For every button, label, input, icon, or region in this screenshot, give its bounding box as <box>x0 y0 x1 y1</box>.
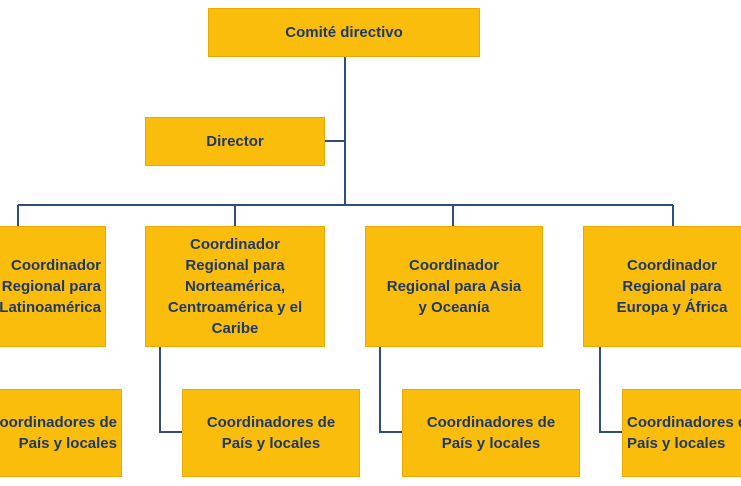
committee-box: Comité directivo <box>208 8 480 57</box>
coordinator-eu-box: Coordinador Regional para Europa y Áfric… <box>583 226 741 347</box>
local-coordinators-na-box: Coordinadores de País y locales <box>182 389 360 477</box>
coordinator-na-box: Coordinador Regional para Norteamérica, … <box>145 226 325 347</box>
local-coordinators-eu-box: Coordinadores de País y locales <box>622 389 741 477</box>
coordinator-latam-label: Coordinador Regional para Latinoamérica <box>0 257 101 316</box>
local-coordinators-na-label: Coordinadores de País y locales <box>206 414 336 452</box>
local-coordinators-eu-label: Coordinadores de País y locales <box>627 414 741 452</box>
local-coordinators-asia-label: Coordinadores de País y locales <box>426 414 556 452</box>
connector-local-2 <box>159 347 182 433</box>
connector-local-4 <box>599 347 622 433</box>
coordinator-asia-label: Coordinador Regional para Asia y Oceanía <box>386 257 522 316</box>
connector-local-3 <box>379 347 402 433</box>
coordinator-eu-label: Coordinador Regional para Europa y Áfric… <box>616 257 728 316</box>
committee-label: Comité directivo <box>285 24 403 41</box>
local-coordinators-latam-box: Coordinadores de País y locales <box>0 389 122 477</box>
director-box: Director <box>145 117 325 166</box>
coordinator-asia-box: Coordinador Regional para Asia y Oceanía <box>365 226 543 347</box>
local-coordinators-asia-box: Coordinadores de País y locales <box>402 389 580 477</box>
local-coordinators-latam-label: Coordinadores de País y locales <box>0 414 117 452</box>
coordinator-na-label: Coordinador Regional para Norteamérica, … <box>167 236 303 337</box>
coordinator-latam-box: Coordinador Regional para Latinoamérica <box>0 226 106 347</box>
director-label: Director <box>206 133 264 150</box>
